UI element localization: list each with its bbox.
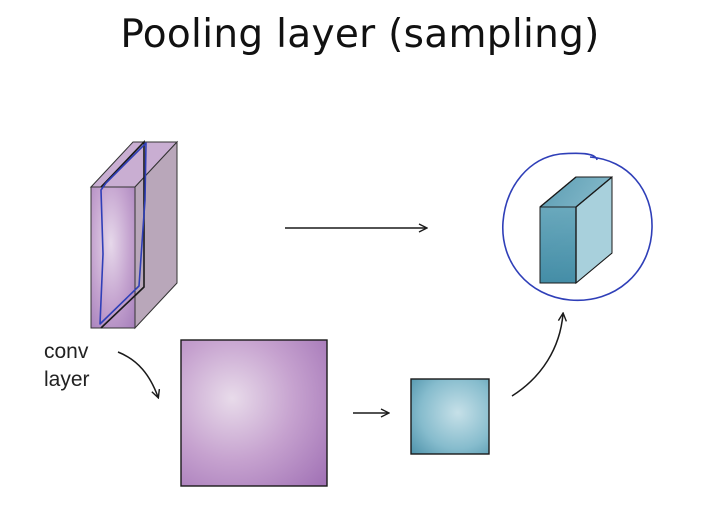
page-title: Pooling layer (sampling) (120, 12, 600, 57)
conv-slab-edge (134, 286, 145, 297)
selected-slice-outline (99, 142, 147, 325)
conv-volume-front (90, 186, 136, 329)
upward-arrow (511, 314, 563, 397)
pooled-edge (539, 176, 577, 208)
pooled-volume (539, 175, 613, 285)
pooled-slice (410, 378, 490, 455)
label-arrow (117, 351, 158, 397)
feature-map-slice (180, 339, 328, 487)
conv-label-line1: conv (44, 340, 89, 363)
pooled-edge (575, 176, 613, 208)
conv-layer-volume (89, 140, 179, 330)
conv-label-line2: layer (44, 368, 90, 391)
pooled-volume-front (539, 206, 577, 284)
pen-circle (502, 152, 653, 302)
